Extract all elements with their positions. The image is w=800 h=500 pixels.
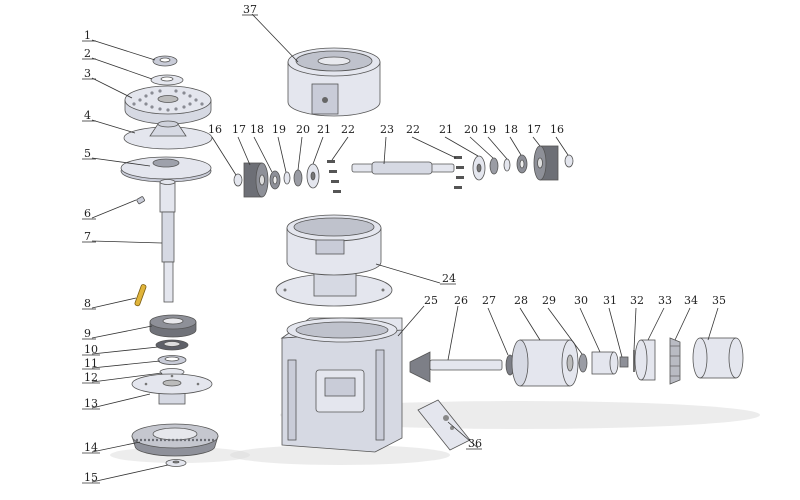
callout-37: 37 <box>243 3 257 16</box>
part-20-right-washer <box>489 157 499 175</box>
callout-15: 15 <box>84 471 98 484</box>
part-31-key <box>619 356 629 368</box>
callout-21-left: 21 <box>317 123 331 136</box>
part-37-top-housing <box>287 47 381 117</box>
callout-22-left: 22 <box>341 123 355 136</box>
part-19-right-ring <box>503 158 511 172</box>
part-24-middle-housing <box>275 214 393 307</box>
callout-20-left: 20 <box>296 123 310 136</box>
part-15-nut <box>165 459 187 467</box>
part-17-left-gear <box>243 162 269 198</box>
callout-10: 10 <box>84 343 98 356</box>
part-25-gearbox-housing <box>280 317 403 453</box>
callout-18-right: 18 <box>504 123 518 136</box>
part-18-right-bearing <box>516 154 528 174</box>
callout-17-left: 17 <box>232 123 246 136</box>
part-29-seal <box>578 353 588 373</box>
part-35-coupling-half <box>692 337 744 379</box>
part-30-coupling-hub <box>591 351 619 375</box>
part-22-left-bolts <box>327 160 341 193</box>
callout-6: 6 <box>84 207 91 220</box>
callout-14: 14 <box>84 441 98 454</box>
callout-21-right: 21 <box>439 123 453 136</box>
callout-33: 33 <box>658 294 672 307</box>
callout-8: 8 <box>84 297 91 310</box>
callout-16-right: 16 <box>550 123 564 136</box>
callout-9: 9 <box>84 327 91 340</box>
floor-shadow-housing <box>230 445 450 465</box>
callout-12: 12 <box>84 371 98 384</box>
part-21-left-flange <box>306 163 320 189</box>
part-18-left-bearing <box>269 170 281 190</box>
callout-30: 30 <box>574 294 588 307</box>
part-11-ring <box>157 355 187 365</box>
part-21-right-flange <box>472 155 486 181</box>
part-5-plate <box>120 156 212 183</box>
callout-31: 31 <box>603 294 617 307</box>
callout-2: 2 <box>84 47 91 60</box>
part-7-main-shaft <box>159 179 176 303</box>
part-13-flange <box>131 373 213 405</box>
callout-18-left: 18 <box>250 123 264 136</box>
part-26-pinion-shaft <box>409 351 503 383</box>
part-33-coupling-half <box>634 339 656 381</box>
part-36-cover-plate <box>417 399 471 451</box>
part-2-washer <box>150 74 184 86</box>
callout-13: 13 <box>84 397 98 410</box>
callout-1: 1 <box>84 29 91 42</box>
leader-lines <box>82 13 719 484</box>
callout-11: 11 <box>84 357 98 370</box>
part-1-nut <box>152 55 178 67</box>
callout-20-right: 20 <box>464 123 478 136</box>
part-16-left-cap <box>233 173 243 187</box>
callout-7: 7 <box>84 230 91 243</box>
callout-19-right: 19 <box>482 123 496 136</box>
callout-17-right: 17 <box>527 123 541 136</box>
part-9-bearing <box>149 314 197 338</box>
part-22-right-bolts <box>454 156 464 189</box>
horizontal-shaft-assembly <box>233 145 574 198</box>
callout-23: 23 <box>380 123 394 136</box>
part-4-cone-plate <box>123 120 213 150</box>
part-6-key <box>136 196 145 205</box>
callout-5: 5 <box>84 147 91 160</box>
callout-19-left: 19 <box>272 123 286 136</box>
callout-16-left: 16 <box>208 123 222 136</box>
callout-22-right: 22 <box>406 123 420 136</box>
callout-29: 29 <box>542 294 556 307</box>
callout-36: 36 <box>468 437 482 450</box>
part-19-left-ring <box>283 171 291 185</box>
part-8-key <box>134 284 147 307</box>
callout-34: 34 <box>684 294 698 307</box>
callout-32: 32 <box>630 294 644 307</box>
callout-labels: 1 2 3 4 5 6 7 8 9 10 11 12 13 14 15 16 1… <box>84 3 726 484</box>
callout-24: 24 <box>442 272 456 285</box>
callout-3: 3 <box>84 67 91 80</box>
part-28-bearing-housing <box>511 339 579 387</box>
callout-4: 4 <box>84 109 91 122</box>
part-17-right-gear <box>533 145 559 181</box>
callout-28: 28 <box>514 294 528 307</box>
part-16-right-cap <box>564 154 574 168</box>
part-3-ring-die <box>124 85 212 125</box>
part-34-elastic-spider <box>669 337 681 385</box>
part-23-horizontal-shaft <box>351 161 455 175</box>
callout-25: 25 <box>424 294 438 307</box>
part-14-bevel-gear <box>131 423 219 457</box>
part-10-ring <box>155 339 189 351</box>
part-20-left-washer <box>293 169 303 187</box>
callout-27: 27 <box>482 294 496 307</box>
callout-26: 26 <box>454 294 468 307</box>
callout-35: 35 <box>712 294 726 307</box>
